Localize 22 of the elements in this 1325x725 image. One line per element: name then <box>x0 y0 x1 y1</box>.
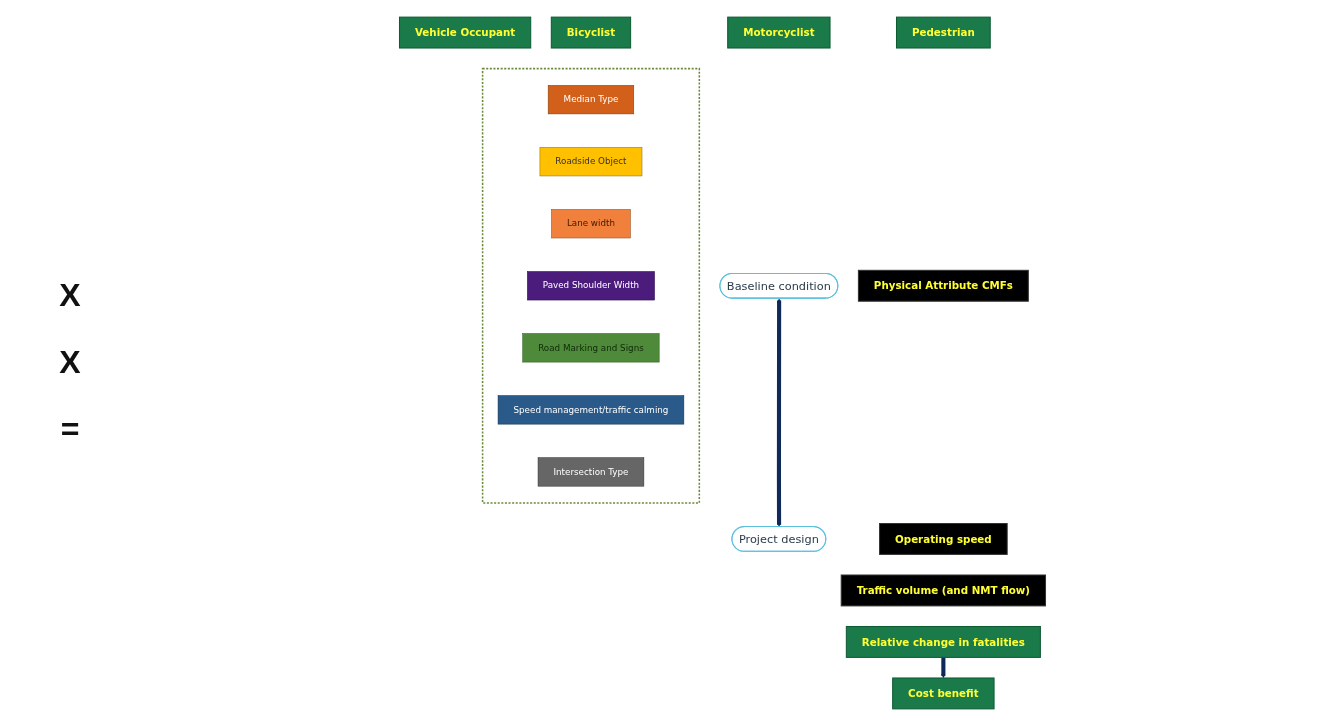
operator-symbol: X <box>59 277 81 314</box>
node-box: Lane width <box>551 208 631 238</box>
operator-symbol: X <box>59 344 81 381</box>
node-box: Vehicle Occupant <box>398 16 532 49</box>
arrow <box>776 297 782 527</box>
node-box: Speed management/traffic calming <box>497 394 685 424</box>
node-box: Roadside Object <box>539 146 643 176</box>
node-box: Paved Shoulder Width <box>527 270 655 300</box>
node-box: Median Type <box>547 84 635 114</box>
node-box: Cost benefit <box>892 676 995 709</box>
node-box: Physical Attribute CMFs <box>857 269 1029 302</box>
node-box: Road Marking and Signs <box>522 332 660 362</box>
arrow <box>941 656 946 678</box>
node-box: Operating speed <box>879 522 1008 555</box>
node-box: Intersection Type <box>537 456 645 486</box>
node-box: Pedestrian <box>896 16 991 49</box>
node-box: Motorcyclist <box>727 16 831 49</box>
cluster <box>481 67 701 504</box>
node-box: Relative change in fatalities <box>845 625 1041 658</box>
operator-symbol: = <box>60 411 80 448</box>
node-box: Traffic volume (and NMT flow) <box>840 574 1047 606</box>
node-box: Bicyclist <box>550 16 632 49</box>
